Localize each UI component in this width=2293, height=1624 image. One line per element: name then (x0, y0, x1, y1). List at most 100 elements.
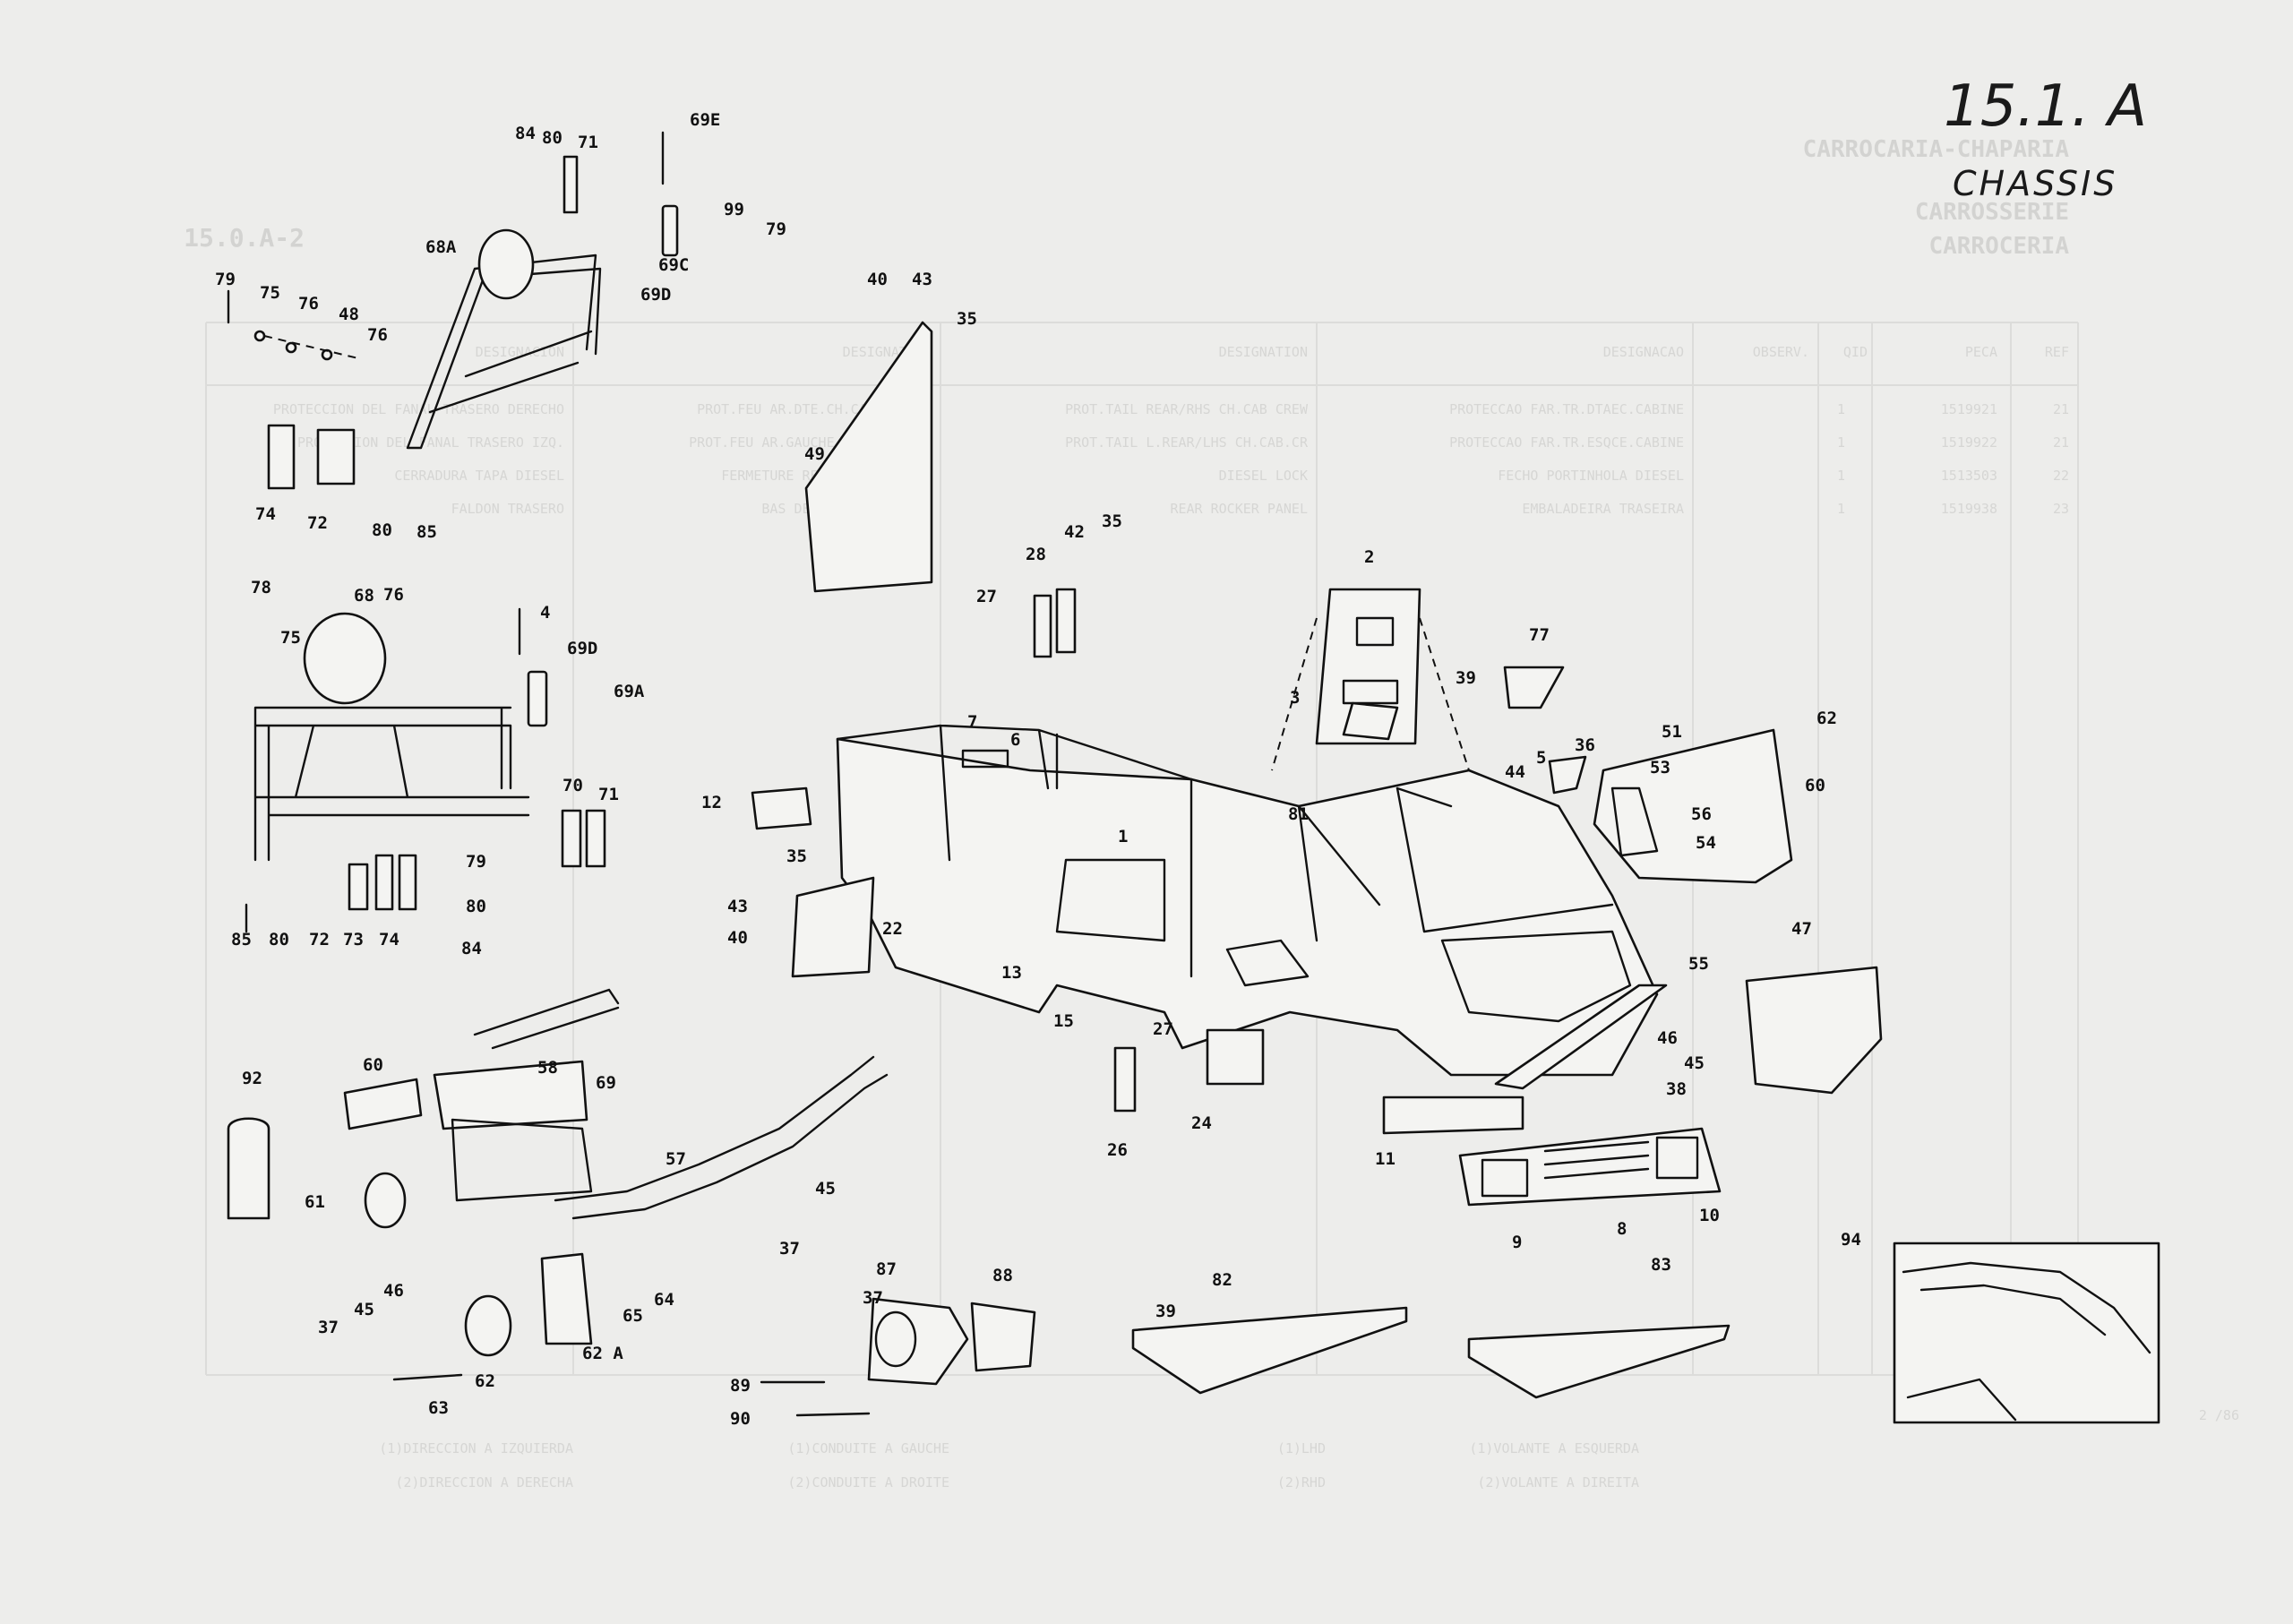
callout-number: 24 (1191, 1113, 1212, 1133)
callout-number: 75 (260, 283, 280, 303)
bull-bar-group (227, 988, 889, 1381)
callout-number: 37 (863, 1288, 883, 1308)
callout-number: 1 (1118, 827, 1128, 846)
callout-number: 85 (417, 522, 437, 542)
ghost-title-2: CARROSSERIE (1915, 199, 2069, 226)
callout-number: 35 (1102, 511, 1122, 531)
ghost-title-3: CARROCERIA (1928, 233, 2069, 260)
svg-text:2 /86: 2 /86 (2199, 1407, 2239, 1423)
ghost-title-1: CARROCARIA-CHAPARIA (1803, 136, 2070, 163)
callout-number: 71 (578, 133, 598, 152)
callout-number: 39 (1155, 1302, 1176, 1321)
callout-number: 26 (1107, 1140, 1128, 1160)
callout-number: 80 (269, 930, 289, 949)
svg-text:(2)CONDUITE A DROITE: (2)CONDUITE A DROITE (787, 1474, 949, 1491)
tailgate-49 (804, 321, 933, 593)
svg-text:1: 1 (1837, 501, 1845, 517)
callout-number: 75 (280, 628, 301, 648)
body-shell-group (836, 724, 1659, 1077)
callout-number: 40 (727, 928, 748, 948)
callout-number: 85 (231, 930, 252, 949)
svg-text:1519938: 1519938 (1941, 501, 1997, 517)
callout-number: 62 A (582, 1344, 623, 1363)
svg-text:FECHO PORTINHOLA DIESEL: FECHO PORTINHOLA DIESEL (1498, 468, 1684, 484)
callout-number: 43 (727, 897, 748, 916)
roll-bar-68a-group (227, 131, 679, 490)
callout-number: 4 (540, 603, 550, 623)
callout-number: 49 (804, 444, 825, 464)
callout-number: 76 (367, 325, 388, 345)
callout-number: 78 (251, 578, 271, 597)
fender-group (1503, 666, 1883, 1095)
callout-number: 63 (428, 1398, 449, 1418)
callout-number: 60 (1805, 776, 1825, 795)
callout-number: 9 (1512, 1233, 1522, 1252)
svg-text:21: 21 (2053, 434, 2069, 451)
callout-number: 6 (1010, 730, 1020, 750)
callout-number: 92 (242, 1069, 262, 1088)
svg-text:1513503: 1513503 (1941, 468, 1997, 484)
callout-number: 89 (730, 1376, 751, 1396)
ghost-col-ref: REF (2045, 344, 2069, 360)
svg-text:23: 23 (2053, 501, 2069, 517)
svg-text:21: 21 (2053, 401, 2069, 417)
svg-text:(1)VOLANTE A ESQUERDA: (1)VOLANTE A ESQUERDA (1469, 1440, 1639, 1456)
callout-number: 15 (1053, 1011, 1074, 1031)
callout-number: 2 (1364, 547, 1374, 567)
callout-number: 81 (1288, 804, 1309, 824)
ghost-row: 22 1513503 1 FECHO PORTINHOLA DIESEL DIE… (394, 468, 2069, 484)
callout-number: 38 (1666, 1079, 1687, 1099)
callout-number: 13 (1001, 963, 1022, 983)
callout-number: 40 (867, 270, 888, 289)
section-title: CHASSIS (1953, 164, 2117, 203)
ghost-footer: (1)VOLANTE A ESQUERDA (2)VOLANTE A DIREI… (379, 1407, 2239, 1491)
svg-text:REAR ROCKER PANEL: REAR ROCKER PANEL (1170, 501, 1308, 517)
callout-number: 80 (542, 128, 563, 148)
callout-number: 43 (912, 270, 932, 289)
side-panel-22 (791, 876, 875, 978)
ghost-row: 21 1519922 1 PROTECCAO FAR.TR.ESQCE.CABI… (297, 434, 2069, 451)
roll-bar-68-group (245, 607, 606, 933)
callout-number: 87 (876, 1259, 897, 1279)
callout-number: 62 (475, 1371, 495, 1391)
svg-text:PROT.TAIL REAR/RHS CH.CAB CREW: PROT.TAIL REAR/RHS CH.CAB CREW (1065, 401, 1309, 417)
callout-number: 22 (882, 919, 903, 939)
callout-number: 46 (383, 1281, 404, 1301)
callout-number: 69D (567, 639, 597, 658)
callout-number: 88 (992, 1266, 1013, 1285)
callout-number: 39 (1456, 668, 1476, 688)
svg-text:PROTECCAO FAR.TR.DTAEC.CABINE: PROTECCAO FAR.TR.DTAEC.CABINE (1449, 401, 1684, 417)
svg-text:1519922: 1519922 (1941, 434, 1997, 451)
callout-number: 77 (1529, 625, 1550, 645)
callout-number: 27 (976, 587, 997, 606)
svg-text:PROTECCION DEL FANAL TRASERO D: PROTECCION DEL FANAL TRASERO DERECHO (273, 401, 564, 417)
ghost-col-designacao: DESIGNACAO (1603, 344, 1684, 360)
callout-number: 28 (1026, 545, 1046, 564)
callout-number: 69E (690, 110, 720, 130)
callout-number: 79 (766, 219, 786, 239)
callout-number: 72 (309, 930, 330, 949)
callout-number: 48 (339, 305, 359, 324)
callout-number: 45 (1684, 1053, 1705, 1073)
callout-number: 35 (957, 309, 977, 329)
svg-text:(1)LHD: (1)LHD (1277, 1440, 1326, 1456)
callout-number: 11 (1375, 1149, 1396, 1169)
callout-number: 71 (598, 785, 619, 804)
svg-text:(1)CONDUITE A GAUCHE: (1)CONDUITE A GAUCHE (787, 1440, 949, 1456)
callout-number: 45 (815, 1179, 836, 1199)
svg-text:(2)VOLANTE A DIREITA: (2)VOLANTE A DIREITA (1477, 1474, 1639, 1491)
callout-number: 27 (1153, 1019, 1173, 1039)
callout-number: 57 (666, 1149, 686, 1169)
callout-number: 10 (1699, 1206, 1720, 1225)
ghost-row: 21 1519921 1 PROTECCAO FAR.TR.DTAEC.CABI… (273, 401, 2069, 417)
bracket-12 (751, 786, 812, 830)
callout-number: 55 (1688, 954, 1709, 974)
callout-number: 36 (1575, 735, 1595, 755)
svg-text:1: 1 (1837, 468, 1845, 484)
callout-number: 80 (466, 897, 486, 916)
callout-number: 35 (786, 846, 807, 866)
ghost-table: CARROCARIA-CHAPARIA CARROSSERIE CARROCER… (184, 136, 2239, 1491)
callout-number: 72 (307, 513, 328, 533)
callout-number: 84 (515, 124, 536, 143)
callout-number: 64 (654, 1290, 674, 1310)
